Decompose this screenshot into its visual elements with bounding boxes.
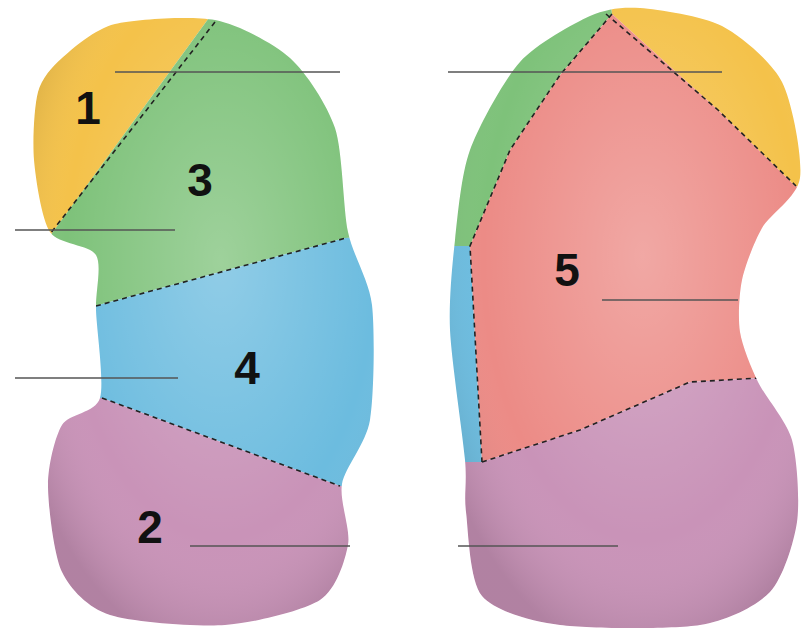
callout-number: 1 <box>75 85 101 131</box>
leader-line <box>15 229 175 230</box>
leader-line <box>15 377 178 378</box>
segment-shading <box>33 18 373 626</box>
leader-line <box>190 545 350 546</box>
callout-number: 4 <box>234 345 260 391</box>
segment-boundary <box>102 398 340 486</box>
segment-boundary <box>606 14 796 186</box>
segment-boundary <box>96 238 346 306</box>
callout-number: 2 <box>137 504 163 550</box>
segment-boundary <box>482 378 760 462</box>
leader-line <box>458 545 618 546</box>
callout-number: 5 <box>554 247 580 293</box>
segment-shading <box>450 8 801 628</box>
leader-line <box>602 299 738 300</box>
segment-boundary <box>50 22 215 234</box>
callout-number: 3 <box>187 157 213 203</box>
leader-line <box>448 71 722 72</box>
leader-line <box>115 71 340 72</box>
segment-boundary <box>470 14 612 462</box>
